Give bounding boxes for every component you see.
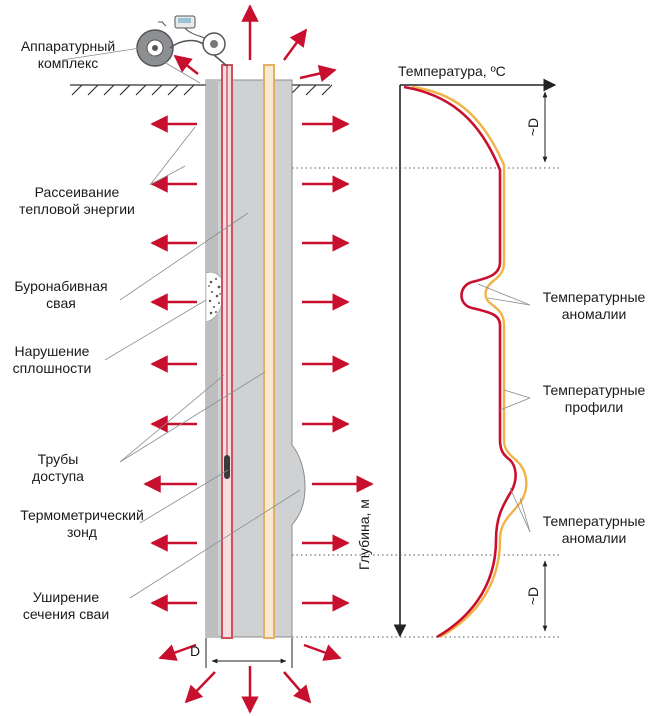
label-anomalies-bottom-line2: аномалии <box>561 530 627 546</box>
ground-surface <box>70 84 333 96</box>
pile-shading <box>206 80 218 637</box>
label-anomalies-top: Температурные аномалии <box>528 289 660 323</box>
label-discontinuity: Нарушение сплошности <box>2 343 102 377</box>
label-widening-line2: сечения сваи <box>22 606 110 622</box>
label-equipment-line1: Аппаратурный <box>20 38 116 54</box>
leader-lines-right <box>477 283 531 533</box>
label-temperature-profiles: Температурные профили <box>528 382 660 416</box>
label-widening-line1: Уширение <box>32 589 100 605</box>
dimension-diameter: D <box>190 643 201 659</box>
leader-lines-left <box>61 47 301 599</box>
label-probe-line1: Термометрический <box>20 507 144 523</box>
label-access-tubes: Трубы доступа <box>2 451 114 485</box>
label-equipment-line2: комплекс <box>37 55 99 71</box>
label-anomalies-bottom: Температурные аномалии <box>528 513 660 547</box>
label-tubes-line1: Трубы <box>37 451 79 467</box>
label-heat-dissipation: Рассеивание тепловой энергии <box>2 184 152 218</box>
label-pile-line1: Буронабивная <box>14 278 108 294</box>
pile-body <box>205 79 306 638</box>
label-anomalies-top-line1: Температурные <box>542 289 646 305</box>
label-equipment-complex: Аппаратурный комплекс <box>2 38 134 72</box>
label-probe-line2: зонд <box>67 524 97 540</box>
label-thermometric-probe: Термометрический зонд <box>2 507 162 541</box>
temperature-profile-red <box>403 85 517 639</box>
thermometric-probe <box>224 455 230 479</box>
dimension-d-bottom: ~D <box>525 586 542 606</box>
label-bored-pile: Буронабивная свая <box>2 278 120 312</box>
chart-axes <box>393 78 557 638</box>
access-tube-red <box>221 64 233 639</box>
diameter-dimension <box>205 638 293 668</box>
access-tube-orange <box>263 64 275 639</box>
label-defect-line1: Нарушение <box>14 343 90 359</box>
label-anomalies-top-line2: аномалии <box>561 306 627 322</box>
label-profiles-line1: Температурные <box>542 382 646 398</box>
equipment-complex-icon <box>136 15 228 67</box>
temperature-axis-title: Температура, ºС <box>398 63 506 79</box>
depth-axis-title: Глубина, м <box>356 499 372 570</box>
label-heat-line1: Рассеивание <box>34 184 120 200</box>
label-profiles-line2: профили <box>564 399 624 415</box>
label-anomalies-bottom-line1: Температурные <box>542 513 646 529</box>
label-pile-line2: свая <box>46 295 76 311</box>
label-defect-line2: сплошности <box>12 360 92 376</box>
label-tubes-line2: доступа <box>32 468 84 484</box>
label-heat-line2: тепловой энергии <box>19 201 135 217</box>
temperature-profile-orange <box>411 85 528 639</box>
heat-dissipation-arrows <box>143 4 374 714</box>
discontinuity-defect <box>205 271 225 323</box>
label-pile-widening: Уширение сечения сваи <box>2 589 130 623</box>
dimension-d-top: ~D <box>525 117 542 137</box>
